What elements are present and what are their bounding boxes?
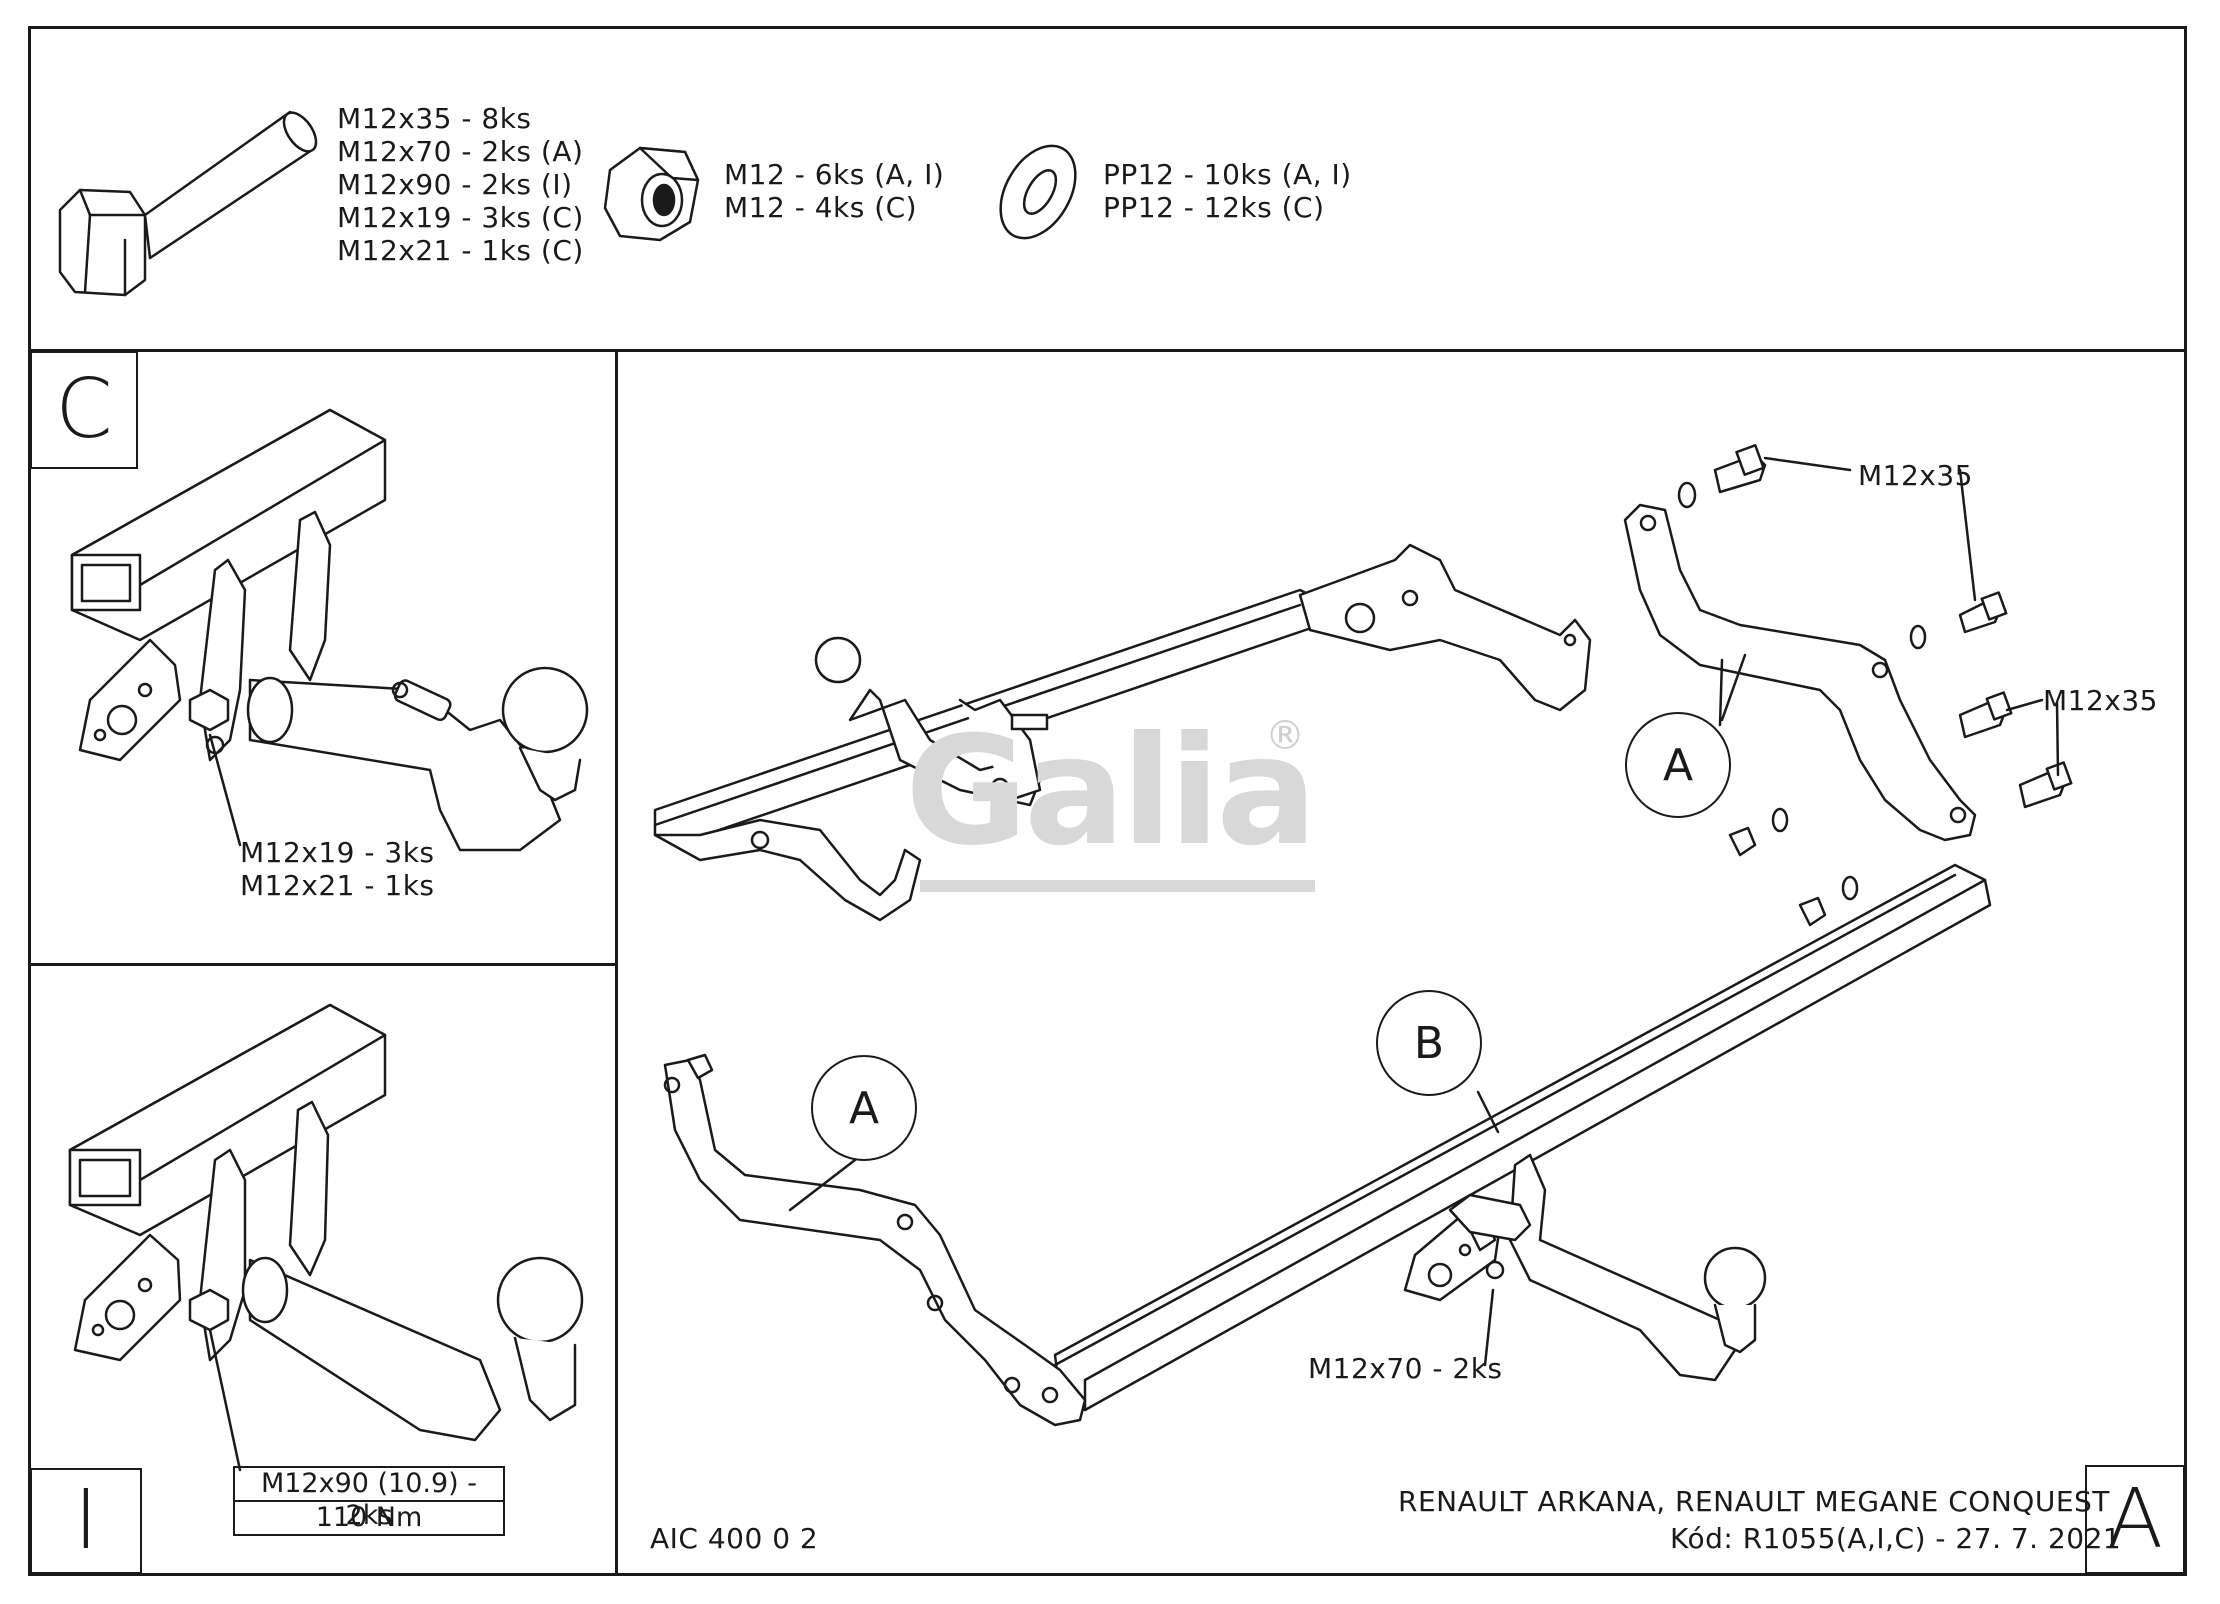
panel-i-letter: I — [73, 1473, 99, 1568]
galia-watermark: Galia — [905, 705, 1317, 879]
divider-left-middle — [28, 963, 616, 966]
panel-i-hitch-drawing — [68, 1003, 584, 1472]
nut-icon — [603, 146, 700, 242]
nut-item: M12 - 6ks (A, I) — [724, 158, 945, 191]
washer-icon — [999, 144, 1077, 240]
bubble-a-right: A — [1625, 712, 1731, 818]
drawing-code: AIC 400 0 2 — [650, 1522, 819, 1555]
bolt-item: M12x19 - 3ks (C) — [337, 201, 584, 234]
panel-c-callout-line: M12x19 - 3ks — [240, 836, 435, 869]
label-bolt-ball: M12x70 - 2ks — [1308, 1352, 1503, 1385]
watermark-underline — [920, 880, 1315, 892]
registered-mark: ® — [1265, 713, 1306, 759]
bolt-item: M12x90 - 2ks (I) — [337, 168, 573, 201]
divider-left-column — [615, 349, 618, 1576]
panel-a-letter: A — [2106, 1471, 2164, 1567]
bolt-item: M12x70 - 2ks (A) — [337, 135, 584, 168]
bubble-a-left: A — [811, 1055, 917, 1161]
washer-list: PP12 - 10ks (A, I) PP12 - 12ks (C) — [1103, 158, 1352, 224]
vehicle-title: RENAULT ARKANA, RENAULT MEGANE CONQUEST — [1398, 1485, 2110, 1518]
panel-a-assembly-drawing — [653, 444, 2073, 1427]
panel-c-callout: M12x19 - 3ks M12x21 - 1ks — [240, 836, 435, 902]
bolt-list: M12x35 - 8ks M12x70 - 2ks (A) M12x90 - 2… — [337, 102, 584, 267]
nut-list: M12 - 6ks (A, I) M12 - 4ks (C) — [724, 158, 944, 224]
torque-bolt-spec: M12x90 (10.9) - 2ks — [260, 1468, 478, 1531]
label-bolt-mid: M12x35 — [2043, 684, 2158, 717]
drawing-frame — [28, 26, 2187, 1576]
nut-item: M12 - 4ks (C) — [724, 191, 918, 224]
kod-line: Kód: R1055(A,I,C) - 27. 7. 2021 — [1670, 1522, 2122, 1555]
torque-value: 110 Nm — [235, 1500, 503, 1534]
panel-i-corner: I — [30, 1468, 142, 1574]
bolt-icon — [58, 110, 318, 297]
label-bolt-top: M12x35 — [1858, 459, 1973, 492]
washer-item: PP12 - 12ks (C) — [1103, 191, 1325, 224]
bolt-item: M12x35 - 8ks — [337, 102, 532, 135]
washer-item: PP12 - 10ks (A, I) — [1103, 158, 1352, 191]
panel-c-hitch-drawing — [70, 408, 589, 852]
bubble-b: B — [1376, 990, 1482, 1096]
panel-a-corner: A — [2085, 1465, 2185, 1574]
panel-c-callout-line: M12x21 - 1ks — [240, 869, 435, 902]
divider-top — [28, 349, 2187, 352]
torque-box: M12x90 (10.9) - 2ks 110 Nm — [233, 1466, 505, 1536]
bolt-item: M12x21 - 1ks (C) — [337, 234, 584, 267]
panel-c-corner: C — [30, 351, 138, 469]
panel-c-letter: C — [55, 362, 113, 457]
